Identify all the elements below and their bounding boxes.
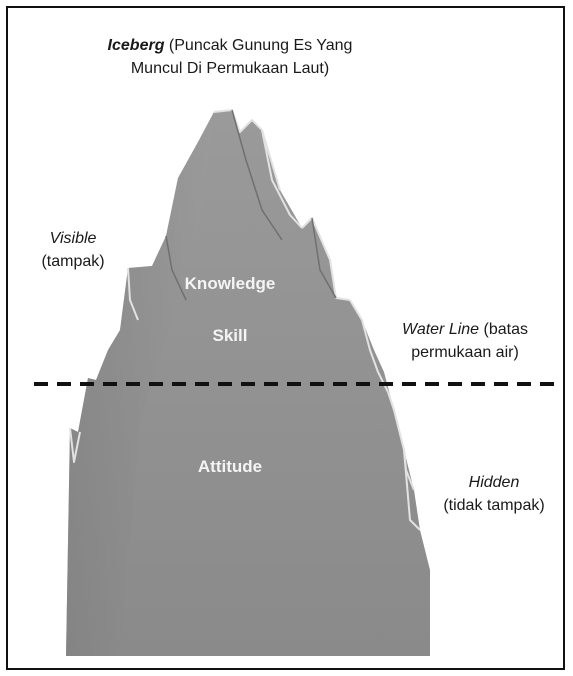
attitude-label: Attitude	[197, 457, 263, 476]
skill-label: Skill	[212, 326, 248, 345]
knowledge-label: Knowledge	[184, 274, 276, 293]
visible-label: Visible (tampak)	[28, 227, 118, 273]
water-line-desc-line1: (batas	[479, 321, 528, 338]
iceberg-term: Iceberg	[107, 37, 165, 54]
hidden-desc: (tidak tampak)	[443, 497, 545, 514]
iceberg-desc-line2: Muncul Di Permukaan Laut)	[130, 60, 330, 77]
iceberg-ridges	[69, 109, 421, 531]
hidden-term: Hidden	[468, 474, 520, 491]
water-line-label: Water Line (batas permukaan air)	[380, 318, 550, 364]
water-line-term: Water Line	[402, 321, 480, 338]
visible-desc: (tampak)	[41, 253, 105, 270]
hidden-label: Hidden (tidak tampak)	[424, 471, 564, 517]
water-line-desc-line2: permukaan air)	[411, 344, 519, 361]
iceberg-title: Iceberg (Puncak Gunung Es Yang Muncul Di…	[90, 34, 370, 80]
iceberg-dark-ridges	[165, 109, 337, 301]
visible-term: Visible	[49, 230, 97, 247]
iceberg-desc-line1: (Puncak Gunung Es Yang	[164, 37, 353, 54]
